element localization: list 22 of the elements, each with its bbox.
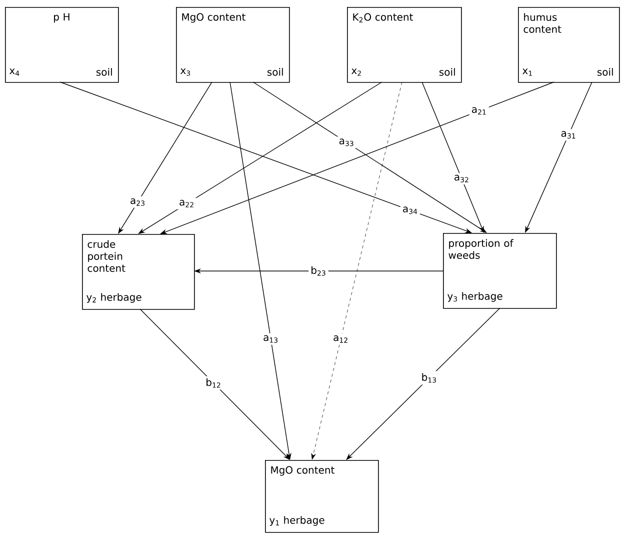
edge-label: a$_{31}$ (558, 129, 578, 141)
herbage-variable-box: MgO content y$_{1}$ herbage (265, 460, 379, 533)
soil-variable-box: K$_{2}$O content x$_{2}$ soil (347, 7, 462, 83)
edge-label: a$_{12}$ (331, 333, 351, 345)
edge-label: a$_{32}$ (452, 172, 472, 184)
arrow (311, 82, 402, 460)
arrow (346, 308, 500, 460)
edge-label: a$_{13}$ (261, 333, 281, 345)
edge-label: b$_{23}$ (308, 264, 328, 278)
arrow (140, 308, 290, 460)
soil-variable-box: MgO content x$_{3}$ soil (176, 7, 290, 83)
edge-label: b$_{12}$ (204, 376, 224, 390)
herbage-variable-box: proportion of weeds y$_{3}$ herbage (443, 233, 557, 309)
edge-label: a$_{23}$ (128, 196, 148, 208)
herbage-variable-box: crude portein content y$_{2}$ herbage (82, 234, 195, 310)
edge-label: a$_{33}$ (336, 136, 356, 148)
edge-label: a$_{21}$ (469, 105, 489, 117)
soil-variable-box: humus content x$_{1}$ soil (518, 7, 620, 83)
edge-label: a$_{22}$ (177, 198, 197, 210)
soil-variable-box: p H x$_{4}$ soil (5, 7, 119, 83)
edge-label: b$_{13}$ (419, 371, 440, 385)
edge-label: a$_{34}$ (400, 204, 420, 216)
